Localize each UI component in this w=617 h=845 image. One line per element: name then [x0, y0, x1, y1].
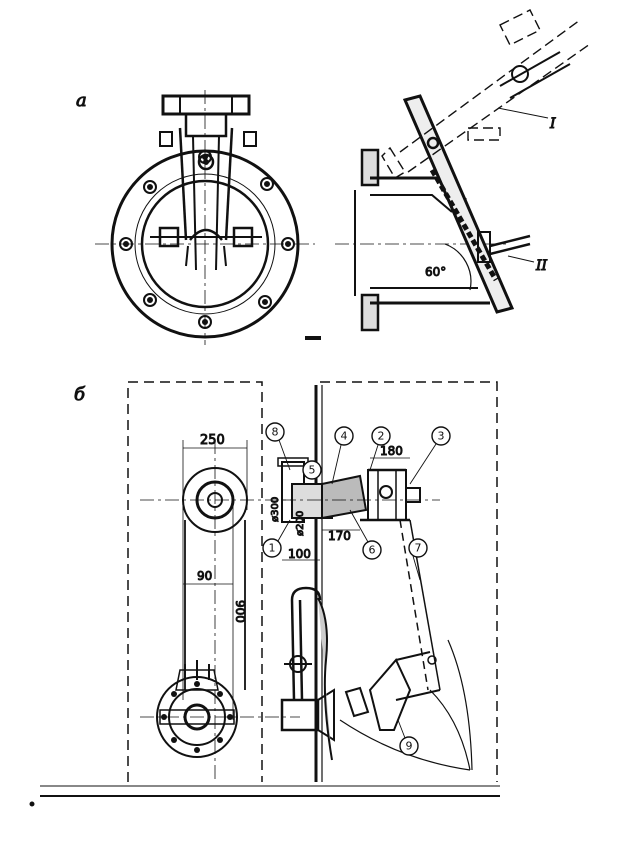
- dim-180: 180: [380, 444, 403, 458]
- dim-170: 170: [328, 529, 351, 543]
- dim-100: 100: [288, 547, 311, 561]
- callout-I: I: [549, 116, 556, 132]
- front-view: а: [76, 90, 321, 345]
- callout-1: 1: [269, 542, 276, 555]
- callout-8: 8: [272, 426, 279, 439]
- dim-900: 900: [233, 600, 247, 623]
- bolt-holes: [119, 150, 295, 329]
- callouts: [262, 422, 451, 756]
- callout-II: II: [535, 258, 548, 274]
- dim-90: 90: [197, 569, 212, 583]
- left-chamber-outline: [127, 381, 263, 782]
- dim-d200: ø200: [295, 511, 306, 536]
- callout-7: 7: [415, 542, 422, 555]
- layout-plan: б 250 90 900: [29, 381, 500, 807]
- angle-label: 60°: [425, 265, 446, 279]
- callout-9: 9: [406, 740, 413, 753]
- callout-4: 4: [341, 430, 348, 443]
- lever-position-dashed: [381, 9, 591, 179]
- callout-5: 5: [309, 464, 316, 477]
- callout-2: 2: [378, 430, 385, 443]
- section-view: 60° I II: [335, 9, 591, 332]
- panel-b-label: б: [74, 384, 86, 405]
- flange-bore: [140, 179, 270, 309]
- valve-yoke: [150, 94, 262, 271]
- right-chamber-outline: [320, 381, 498, 782]
- callout-3: 3: [438, 430, 445, 443]
- dim-250: 250: [200, 433, 225, 448]
- panel-a-label: а: [76, 90, 87, 111]
- dim-d300: ø300: [270, 497, 281, 522]
- callout-6: 6: [369, 544, 376, 557]
